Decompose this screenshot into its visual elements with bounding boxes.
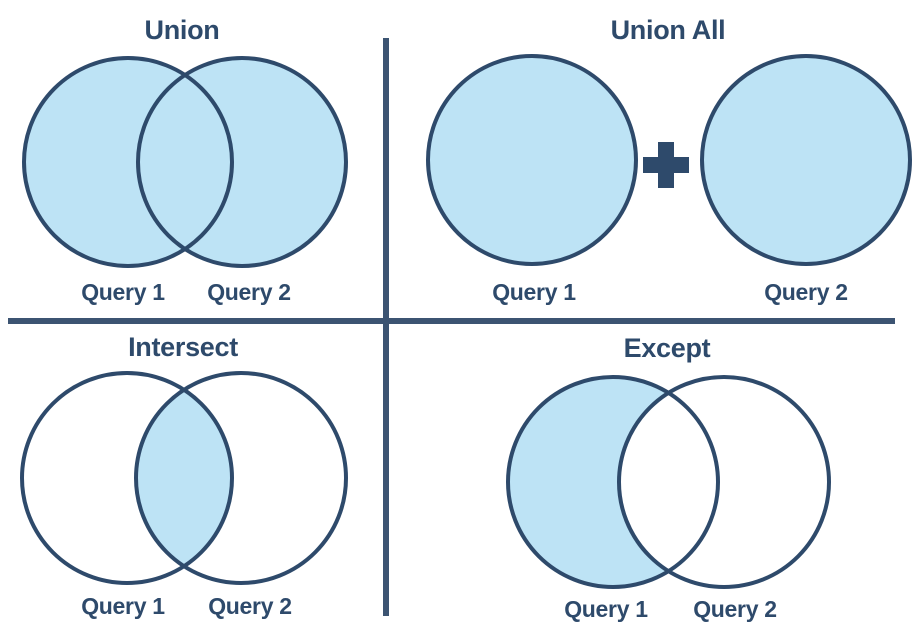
intersect-circle-2-outline [134,371,348,585]
union-query1-label: Query 1 [81,279,165,305]
union-all-title: Union All [610,15,726,45]
union-all-query1-label: Query 1 [492,279,576,305]
except-circle-1-outline [506,375,720,589]
intersect-query1-label: Query 1 [81,593,165,619]
union-circle-2-fill [138,58,346,266]
union-all-circle-2 [700,54,912,266]
intersect-query2-label: Query 2 [208,593,292,619]
vertical-divider [383,38,389,616]
except-venn [506,375,831,589]
intersect-venn [20,371,348,585]
except-query2-label: Query 2 [693,596,777,622]
except-lens-eraser [619,377,718,587]
intersect-lens-fill [136,373,232,583]
intersect-title: Intersect [128,332,238,362]
plus-icon [643,142,689,188]
union-circle-1-outline [22,56,234,268]
horizontal-divider [8,318,895,324]
except-title: Except [623,333,711,363]
except-query1-label: Query 1 [564,596,648,622]
union-query2-label: Query 2 [207,279,291,305]
except-circle-2-outline [617,375,831,589]
union-all-circle-1 [426,54,638,266]
union-title: Union [144,15,220,45]
union-venn [22,56,348,268]
union-all-venn [426,54,912,266]
intersect-circle-1-outline [20,371,234,585]
union-all-query2-label: Query 2 [764,279,848,305]
union-circle-2-outline [136,56,348,268]
